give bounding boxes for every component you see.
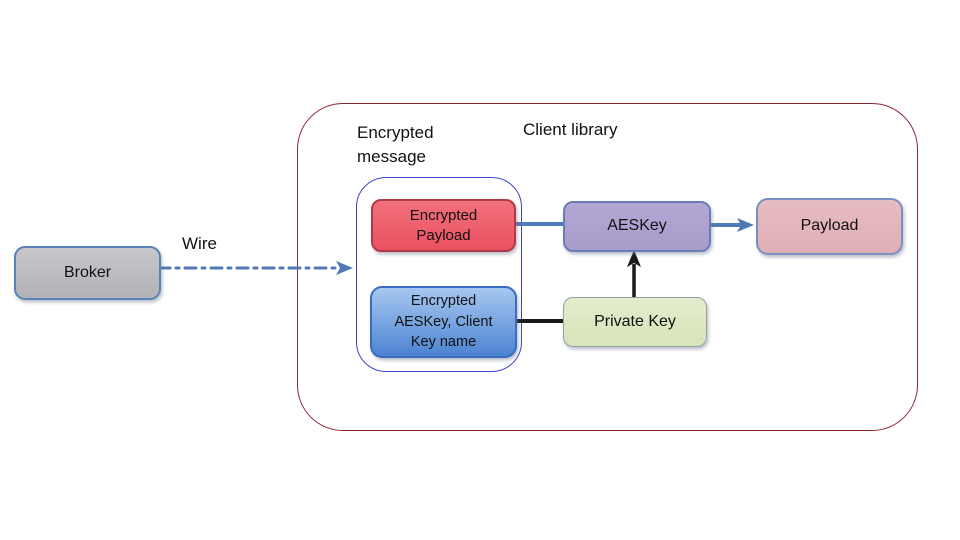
- aeskey-node: AESKey: [563, 201, 711, 252]
- encrypted-aeskey-node-label: Encrypted AESKey, Client Key name: [394, 293, 493, 351]
- encrypted-aeskey-node: Encrypted AESKey, Client Key name: [370, 286, 517, 358]
- client-library-label: Client library: [523, 120, 618, 139]
- encrypted-message-label: Encrypted message: [357, 123, 434, 167]
- payload-node-label: Payload: [800, 217, 859, 235]
- broker-node: Broker: [14, 246, 161, 300]
- encrypted-payload-node-label: Encrypted Payload: [409, 207, 478, 244]
- encrypted-payload-node: Encrypted Payload: [371, 199, 516, 252]
- encrypted-message-group: [356, 177, 522, 372]
- broker-node-label: Broker: [63, 263, 112, 281]
- aeskey-to-payload-arrow: [704, 218, 754, 232]
- wire-label: Wire: [182, 234, 217, 253]
- payload-node: Payload: [756, 198, 903, 255]
- private-key-node: Private Key: [563, 297, 707, 347]
- aeskey-node-label: AESKey: [607, 217, 667, 235]
- privatekey-to-aeskey-arrow: [627, 250, 641, 300]
- wire-dashdot-arrow: [157, 261, 353, 275]
- private-key-node-label: Private Key: [594, 312, 676, 330]
